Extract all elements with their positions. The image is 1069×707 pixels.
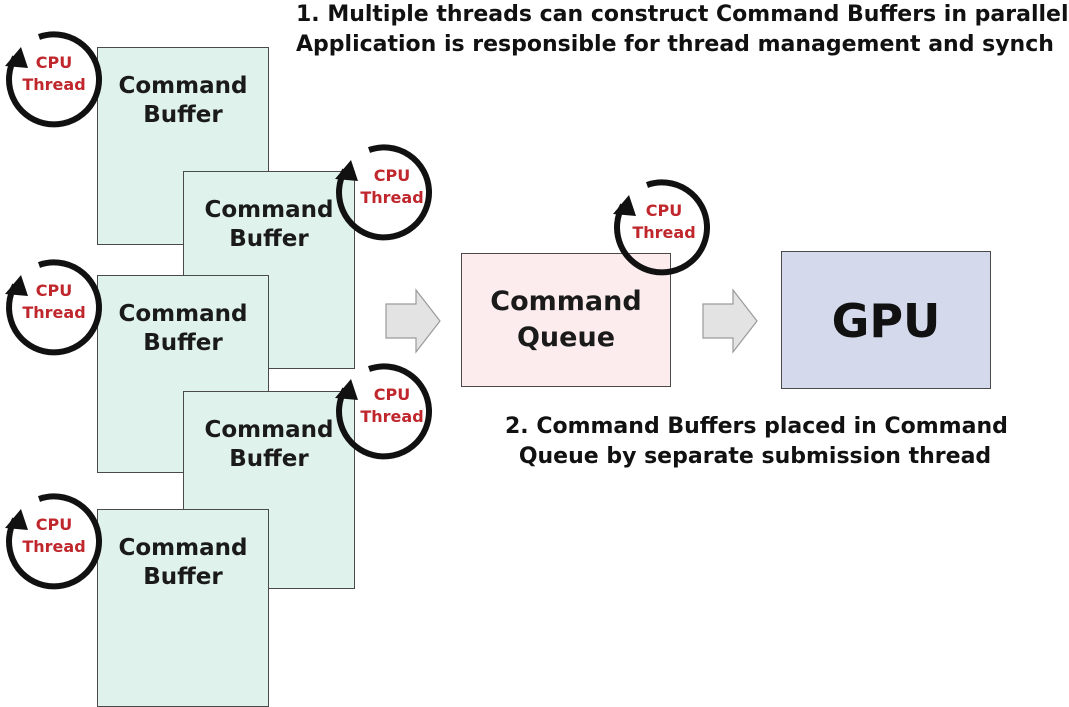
command-buffer-label: Buffer — [229, 446, 309, 472]
right-arrow-icon — [702, 288, 758, 354]
command-buffer-label: Command — [118, 535, 248, 561]
circular-arrow-icon — [5, 259, 102, 356]
caption-parallel-construction: 1. Multiple threads can construct Comman… — [296, 0, 1069, 60]
circular-arrow-icon — [335, 363, 432, 460]
cpu-thread-label: CPU Thread — [22, 281, 86, 322]
queue-label: Command — [490, 286, 642, 317]
queue-label: Queue — [516, 322, 616, 353]
cpu-thread-label: CPU Thread — [22, 515, 86, 556]
caption-line-3: 2. Command Buffers placed in Command — [505, 414, 1008, 439]
right-arrow-icon — [385, 288, 441, 354]
command-buffer-label: Buffer — [143, 102, 223, 128]
cpu-thread-2: CPU Thread — [334, 143, 434, 243]
command-buffer-label: Command — [118, 73, 248, 99]
command-buffer-label: Command — [118, 301, 248, 327]
circular-arrow-icon — [5, 31, 102, 128]
caption-line-2: Application is responsible for thread ma… — [296, 32, 1054, 57]
circular-arrow-icon — [613, 179, 710, 276]
caption-submission: 2. Command Buffers placed in Command Que… — [505, 412, 1008, 472]
gpu-box: GPU — [781, 251, 991, 389]
cpu-thread-3: CPU Thread — [4, 258, 104, 358]
cpu-thread-1: CPU Thread — [4, 30, 104, 130]
cpu-thread-submission: CPU Thread — [612, 178, 712, 278]
command-buffer-label: Buffer — [229, 226, 309, 252]
command-buffer-label: Buffer — [143, 564, 223, 590]
command-queue: Command Queue — [461, 253, 671, 387]
cpu-thread-label: CPU Thread — [22, 53, 86, 94]
circular-arrow-icon — [335, 144, 432, 241]
command-buffer-label: Buffer — [143, 330, 223, 356]
command-buffer-4: Command Buffer — [183, 391, 355, 589]
cpu-thread-label: CPU Thread — [632, 201, 696, 242]
caption-line-4: Queue by separate submission thread — [518, 444, 992, 469]
command-buffer-label: Command — [204, 197, 334, 223]
caption-line-1: 1. Multiple threads can construct Comman… — [296, 2, 1069, 27]
cpu-thread-5: CPU Thread — [4, 492, 104, 592]
circular-arrow-icon — [5, 493, 102, 590]
command-buffer-label: Command — [204, 417, 334, 443]
command-buffer-5: Command Buffer — [97, 509, 269, 707]
cpu-thread-4: CPU Thread — [334, 362, 434, 462]
gpu-label: GPU — [831, 294, 941, 348]
cpu-thread-label: CPU Thread — [360, 166, 424, 207]
cpu-thread-label: CPU Thread — [360, 385, 424, 426]
